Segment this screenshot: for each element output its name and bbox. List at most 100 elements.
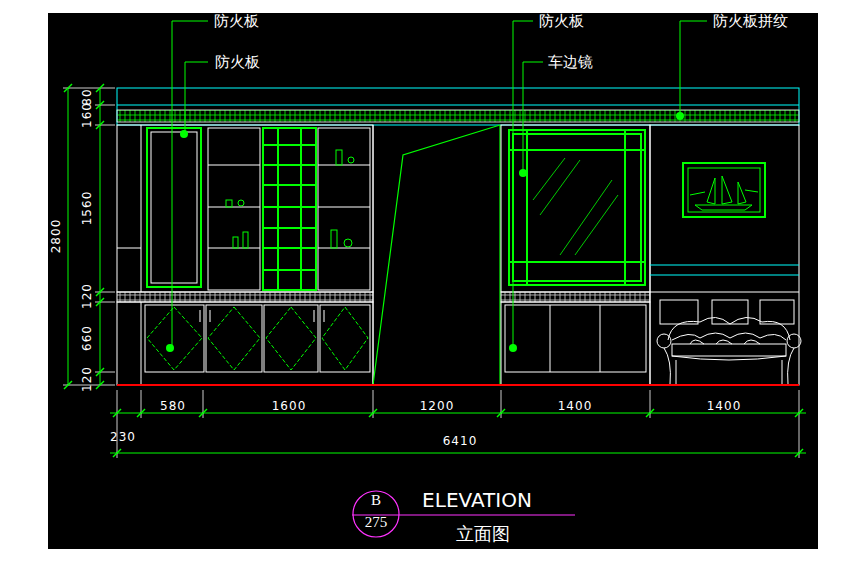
left-cabinet xyxy=(300,128,302,290)
left-cabinet xyxy=(331,230,337,248)
sofa xyxy=(782,360,783,384)
drawing-title: ELEVATION xyxy=(422,490,532,510)
middle-panel xyxy=(373,125,500,385)
dimension-lines xyxy=(64,381,72,389)
left-cabinet xyxy=(263,128,316,290)
sofa xyxy=(668,317,790,340)
right-wall xyxy=(650,292,799,293)
leader-lines xyxy=(166,21,707,352)
left-cabinet xyxy=(117,125,373,292)
right-wall xyxy=(683,163,765,217)
left-cabinet xyxy=(263,247,316,249)
dimension-lines xyxy=(369,409,377,417)
sofa xyxy=(657,334,671,348)
dimension-lines xyxy=(795,409,803,417)
left-cabinet xyxy=(117,292,373,302)
left-cabinet xyxy=(344,239,352,247)
title-underline xyxy=(400,515,575,516)
dimension-lines xyxy=(63,88,115,89)
dimension-lines xyxy=(96,101,104,109)
dimension-text: 660 xyxy=(81,325,93,351)
dimension-lines xyxy=(199,409,207,417)
mirror-cabinet xyxy=(501,302,650,385)
dimension-lines xyxy=(646,409,654,417)
right-wall xyxy=(707,178,715,204)
left-cabinet xyxy=(263,128,316,290)
left-cabinet xyxy=(208,128,260,290)
top-band xyxy=(117,88,799,125)
left-cabinet xyxy=(243,232,248,248)
dimension-lines xyxy=(95,292,115,293)
dimension-lines xyxy=(96,368,104,376)
sofa xyxy=(664,348,670,384)
dimension-text: 1200 xyxy=(420,400,455,412)
right-wall xyxy=(683,163,765,217)
sofa xyxy=(690,340,760,344)
mirror-cabinet xyxy=(533,158,565,200)
left-cabinet xyxy=(318,128,370,290)
mirror-cabinet xyxy=(560,180,612,255)
left-cabinet xyxy=(208,207,260,208)
left-cabinet xyxy=(318,248,370,249)
leader-lines xyxy=(680,21,707,116)
right-wall xyxy=(695,205,752,210)
top-band xyxy=(117,105,799,106)
dimension-text: 120 xyxy=(81,366,93,392)
mirror-cabinet xyxy=(501,292,650,302)
top-band xyxy=(117,110,799,122)
sofa xyxy=(672,356,786,360)
dimension-lines xyxy=(63,88,115,385)
dimension-lines xyxy=(96,121,104,129)
right-wall xyxy=(690,176,758,210)
dimension-lines xyxy=(113,409,803,457)
dimension-lines xyxy=(110,453,806,454)
callout-label: 防火板 xyxy=(539,14,584,29)
mirror-cabinet xyxy=(513,134,641,281)
leader-lines xyxy=(523,62,543,173)
right-wall xyxy=(650,275,799,276)
left-cabinet xyxy=(145,305,204,372)
mirror-cabinet xyxy=(575,195,618,255)
right-wall xyxy=(738,182,746,204)
dimension-lines xyxy=(96,381,104,389)
dimension-lines xyxy=(795,449,803,457)
left-cabinet xyxy=(147,128,201,287)
right-wall xyxy=(745,190,758,192)
dimension-text: 6410 xyxy=(443,435,478,447)
dimension-lines xyxy=(137,409,145,417)
mirror-cabinet xyxy=(600,305,601,372)
sofa xyxy=(672,344,786,356)
left-cabinet xyxy=(117,302,373,385)
left-cabinet xyxy=(233,237,238,248)
left-cabinet xyxy=(322,307,368,370)
dimension-text: 120 xyxy=(81,283,93,309)
left-cabinet xyxy=(320,305,370,372)
mirror-cabinet xyxy=(540,160,580,215)
right-wall xyxy=(712,300,748,324)
leader-lines xyxy=(185,62,208,134)
top-band xyxy=(117,88,799,125)
leader-lines xyxy=(676,112,684,120)
dimension-text: 160 xyxy=(81,102,93,128)
section-circle xyxy=(353,491,399,537)
middle-panel xyxy=(373,125,374,385)
right-wall xyxy=(650,125,801,385)
left-cabinet xyxy=(226,150,354,248)
leader-lines xyxy=(166,344,174,352)
drawing-caption: 立面图 xyxy=(456,525,510,543)
left-cabinet xyxy=(206,305,262,372)
left-cabinet xyxy=(147,307,202,370)
middle-panel xyxy=(373,125,500,385)
dimension-lines xyxy=(63,84,806,458)
drawing-ground xyxy=(48,13,818,549)
right-wall xyxy=(660,300,698,324)
sofa xyxy=(788,348,794,384)
left-cabinet xyxy=(147,307,368,370)
left-cabinet xyxy=(263,227,316,229)
left-cabinet xyxy=(208,307,260,370)
left-cabinet xyxy=(141,125,142,292)
left-cabinet xyxy=(210,310,211,322)
sheet-number: 275 xyxy=(352,515,400,530)
left-cabinet xyxy=(226,200,232,207)
dimension-lines xyxy=(100,88,101,385)
